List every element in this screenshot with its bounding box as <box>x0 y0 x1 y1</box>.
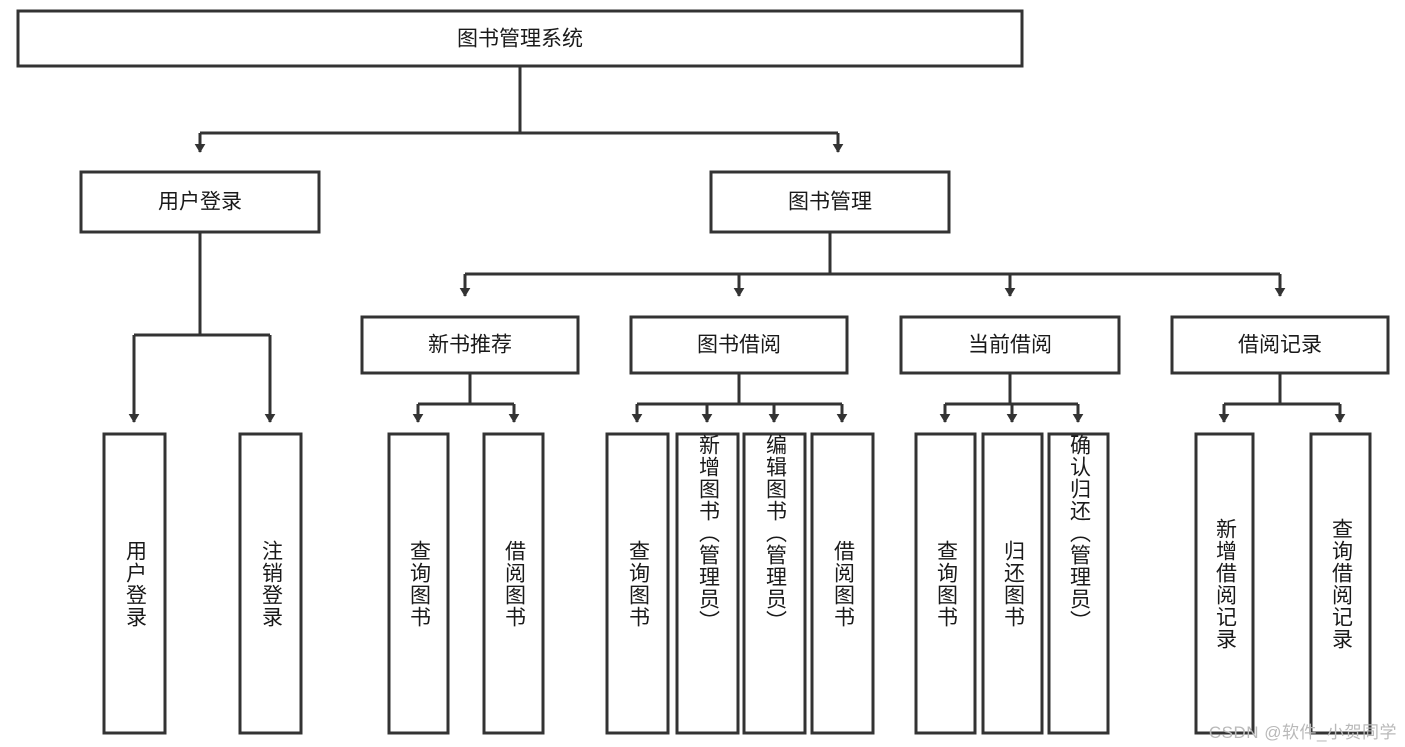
node-leaf-logout-login[interactable] <box>238 432 303 735</box>
node-leaf-edit-book[interactable] <box>742 432 807 735</box>
node-user-login[interactable]: 用户登录 <box>79 170 321 234</box>
edge-borrowrecord-to-leaves <box>1218 373 1346 423</box>
edge-newbook-to-leaves <box>412 373 520 423</box>
node-borrow-record-label: 借阅记录 <box>1238 334 1322 357</box>
edge-bookborrow-to-leaves <box>631 373 848 423</box>
node-leaf-return-book[interactable] <box>981 432 1044 735</box>
node-leaf-query-book-1[interactable] <box>387 432 450 735</box>
edge-currentborrow-to-leaves <box>939 373 1084 423</box>
node-user-login-label: 用户登录 <box>158 191 242 214</box>
node-leaf-query-record[interactable] <box>1309 432 1372 735</box>
csdn-watermark: CSDN @软件_小贺同学 <box>1208 723 1397 742</box>
node-new-book-recommend-label: 新书推荐 <box>428 334 512 357</box>
node-current-borrow-label: 当前借阅 <box>968 334 1052 357</box>
edge-bookmanagement-to-level3 <box>459 232 1286 297</box>
edge-root-to-level2 <box>194 66 844 153</box>
node-root-label: 图书管理系统 <box>457 28 583 51</box>
node-leaf-query-book-2[interactable] <box>605 432 670 735</box>
node-borrow-record[interactable]: 借阅记录 <box>1170 315 1390 375</box>
node-leaf-borrow-book-2[interactable] <box>810 432 875 735</box>
node-book-management[interactable]: 图书管理 <box>709 170 951 234</box>
node-leaf-user-login[interactable] <box>102 432 167 735</box>
node-root[interactable]: 图书管理系统 <box>16 9 1024 68</box>
node-leaf-borrow-book-1[interactable] <box>482 432 545 735</box>
node-leaf-add-record[interactable] <box>1194 432 1255 735</box>
node-leaf-add-book[interactable] <box>675 432 740 735</box>
node-book-borrow[interactable]: 图书借阅 <box>629 315 849 375</box>
node-book-management-label: 图书管理 <box>788 191 872 214</box>
node-leaf-confirm-return[interactable] <box>1047 432 1110 735</box>
node-book-borrow-label: 图书借阅 <box>697 334 781 357</box>
edge-userlogin-to-leaves <box>128 232 276 423</box>
node-new-book-recommend[interactable]: 新书推荐 <box>360 315 580 375</box>
node-current-borrow[interactable]: 当前借阅 <box>899 315 1121 375</box>
node-leaf-query-book-3[interactable] <box>914 432 977 735</box>
